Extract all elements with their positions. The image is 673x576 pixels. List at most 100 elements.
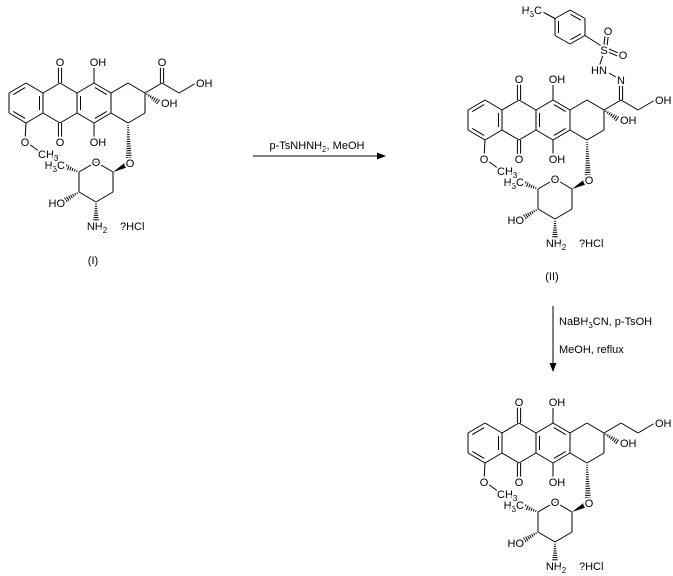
- bond: [25, 112, 44, 124]
- bond: [537, 178, 556, 190]
- bonds: [467, 404, 656, 561]
- sugar-ring-oxygen: O: [92, 157, 101, 169]
- bond: [144, 82, 163, 94]
- double-bond-line: [553, 104, 566, 112]
- hash-line: [610, 436, 613, 440]
- sulfonyl-oxygen: O: [619, 50, 628, 62]
- bond: [42, 112, 61, 124]
- hydroxyl-label-part: OH: [90, 57, 107, 69]
- hash-line: [532, 185, 535, 189]
- sugar-hydroxyl-label: HO: [508, 538, 525, 550]
- bond: [554, 9, 571, 19]
- bond: [127, 82, 146, 94]
- bond: [110, 82, 129, 94]
- bond: [467, 452, 486, 464]
- hash-line: [535, 510, 537, 513]
- wedge-bond: [113, 161, 130, 172]
- compound-label-I-part: (I): [88, 255, 98, 267]
- hash-line: [529, 211, 532, 216]
- step1-reagents-part: p-TsNHNH: [270, 140, 323, 152]
- sugar-hydroxyl-label-part: HO: [49, 198, 66, 210]
- bond: [569, 99, 588, 111]
- amine-label-part: NH: [87, 221, 103, 233]
- double-bond-line: [13, 111, 26, 119]
- hash-line: [528, 506, 531, 511]
- sugar-hydroxyl-label-part: HO: [508, 215, 525, 227]
- tertiary-hydroxyl-label: OH: [161, 98, 178, 110]
- hash-line: [76, 170, 78, 173]
- hash-line: [525, 182, 529, 188]
- hash-line: [72, 193, 75, 197]
- compound-label-II: (II): [545, 271, 558, 283]
- hash-line: [74, 193, 77, 196]
- bond: [467, 422, 486, 434]
- hash-line: [525, 536, 529, 542]
- bond: [161, 82, 180, 94]
- bond: [554, 178, 573, 190]
- bond: [76, 82, 95, 94]
- reaction-arrow-step1: p-TsNHNH2, MeOH: [253, 138, 386, 160]
- tolyl-methyl-label-part: 3: [530, 10, 535, 19]
- bond: [483, 462, 486, 482]
- carbonyl-bond: [516, 463, 522, 481]
- carbonyl-bond: [516, 404, 522, 423]
- hash-line: [66, 165, 70, 171]
- bond: [127, 112, 146, 124]
- sulfonyl-oxygen-part: O: [604, 26, 613, 38]
- methoxy-oxygen: O: [21, 137, 30, 149]
- bond: [552, 422, 571, 434]
- amine-label: NH2: [546, 238, 567, 252]
- sugar-methyl-label-part: C: [57, 160, 65, 172]
- quinone-oxygen-bottom-part: O: [515, 154, 524, 166]
- ketone-oxygen-part: O: [158, 57, 167, 69]
- methyl-label: CH3: [497, 489, 518, 503]
- hashed-bond: [523, 209, 537, 220]
- hash-line: [151, 96, 154, 100]
- double-bond-line: [570, 13, 582, 21]
- tertiary-hydroxyl-label: OH: [620, 115, 637, 127]
- hash-line: [69, 166, 72, 171]
- bond: [24, 140, 41, 153]
- hash-line: [66, 196, 70, 202]
- hydroxyl-label: OH: [549, 154, 566, 166]
- hash-line: [523, 504, 527, 510]
- hydroxyl-label-part: OH: [549, 397, 566, 409]
- bond: [586, 452, 605, 464]
- bond: [537, 501, 556, 513]
- bond: [586, 99, 605, 111]
- bond: [535, 129, 554, 141]
- terminal-hydroxyl-label-part: OH: [655, 418, 672, 430]
- sugar-methyl-label-part: 3: [512, 182, 517, 191]
- bond: [95, 161, 114, 173]
- hashed-bond: [605, 110, 620, 122]
- bond: [584, 35, 604, 48]
- bond: [78, 191, 97, 203]
- hash-line: [149, 95, 152, 99]
- bond: [518, 99, 537, 111]
- sulfonyl-oxygen-part: O: [619, 50, 628, 62]
- hash-line: [606, 111, 609, 114]
- step2-reagents-part: NaBH: [559, 316, 588, 328]
- step2-conditions-part: MeOH, reflux: [559, 344, 624, 356]
- double-bond-line: [472, 427, 485, 435]
- glycosidic-oxygen: O: [585, 498, 594, 510]
- methyl-label-part: 3: [54, 154, 59, 163]
- bond: [535, 452, 554, 464]
- methoxy-oxygen: O: [480, 477, 489, 489]
- step2-conditions: MeOH, reflux: [559, 344, 624, 356]
- step2-reagents-part: 3: [588, 321, 593, 330]
- amine-label: NH2: [87, 221, 108, 235]
- bond: [586, 129, 605, 141]
- sulfur-label-part: S: [600, 45, 607, 57]
- bond: [569, 422, 588, 434]
- sugar-ring-oxygen: O: [551, 174, 560, 186]
- bond: [637, 99, 656, 111]
- hashed-bond: [552, 543, 558, 561]
- carbonyl-bond: [516, 140, 522, 158]
- double-bond-line: [553, 128, 566, 136]
- sulfur-label: S: [600, 45, 607, 57]
- hashed-bond: [64, 192, 78, 203]
- bond: [535, 422, 554, 434]
